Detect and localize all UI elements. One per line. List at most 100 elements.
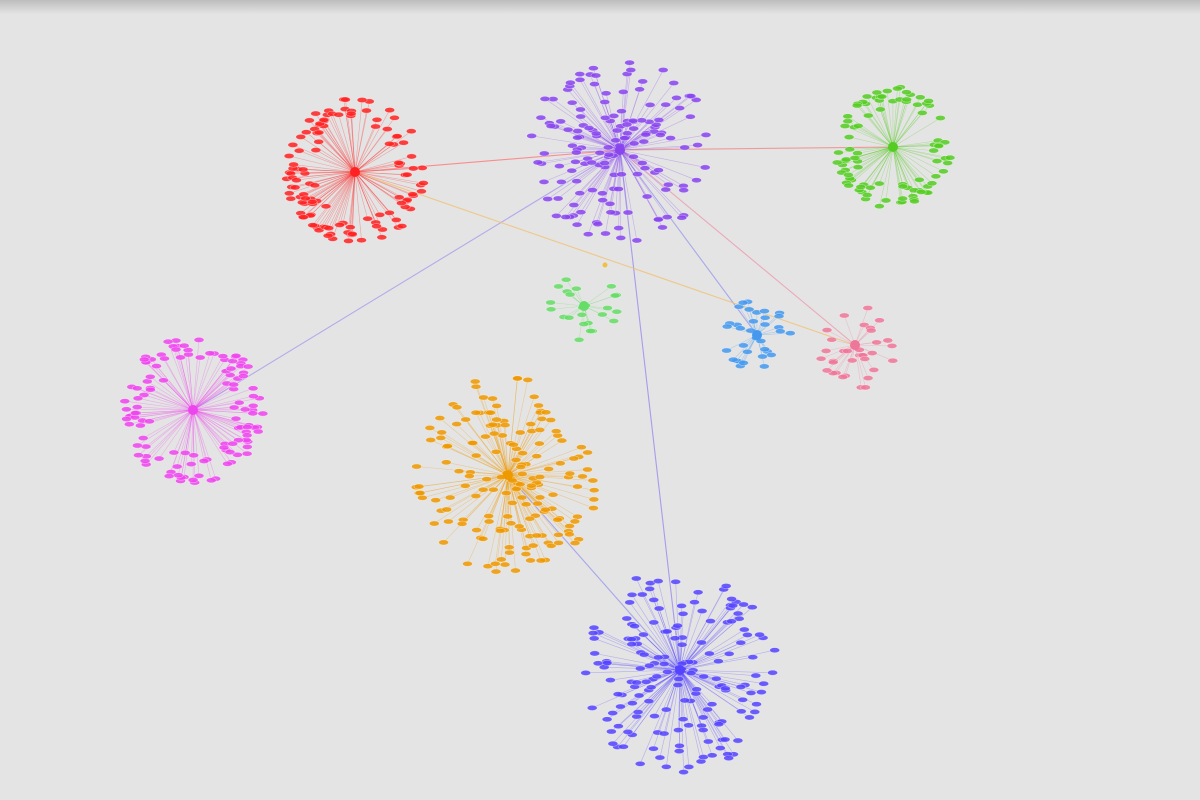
graph-node[interactable]	[745, 690, 757, 696]
graph-node[interactable]	[459, 482, 471, 489]
graph-node[interactable]	[514, 481, 526, 488]
graph-node[interactable]	[396, 223, 408, 229]
graph-node[interactable]	[564, 470, 576, 477]
graph-node[interactable]	[732, 737, 744, 744]
graph-node[interactable]	[669, 635, 681, 642]
graph-node[interactable]	[588, 487, 600, 494]
graph-node[interactable]	[732, 610, 744, 617]
graph-node[interactable]	[874, 203, 885, 210]
graph-node[interactable]	[583, 125, 595, 132]
graph-node[interactable]	[607, 740, 619, 747]
graph-node[interactable]	[748, 318, 759, 325]
graph-node[interactable]	[710, 675, 722, 682]
graph-node[interactable]	[145, 373, 156, 380]
graph-node[interactable]	[661, 628, 673, 635]
cluster-nodes[interactable]	[831, 84, 956, 210]
graph-node[interactable]	[551, 212, 562, 219]
graph-node[interactable]	[132, 442, 143, 449]
graph-node[interactable]	[774, 328, 786, 335]
graph-node[interactable]	[538, 178, 550, 185]
graph-node[interactable]	[407, 165, 419, 172]
cluster-red[interactable]	[281, 96, 429, 244]
graph-node[interactable]	[298, 214, 309, 221]
graph-node[interactable]	[607, 710, 619, 716]
graph-node[interactable]	[411, 463, 422, 470]
graph-node[interactable]	[585, 328, 596, 334]
graph-node[interactable]	[478, 394, 489, 401]
graph-node[interactable]	[531, 453, 543, 460]
graph-node[interactable]	[738, 601, 749, 608]
graph-node[interactable]	[931, 158, 943, 164]
graph-node[interactable]	[233, 399, 245, 406]
graph-node[interactable]	[601, 716, 613, 723]
graph-node[interactable]	[574, 76, 586, 83]
graph-node[interactable]	[683, 764, 695, 770]
graph-node[interactable]	[672, 682, 684, 688]
graph-node[interactable]	[881, 88, 893, 94]
graph-node[interactable]	[438, 539, 449, 546]
graph-node[interactable]	[855, 184, 867, 190]
graph-node[interactable]	[868, 366, 880, 373]
graph-node[interactable]	[381, 126, 393, 133]
graph-node[interactable]	[645, 684, 657, 691]
graph-node[interactable]	[631, 679, 643, 686]
graph-node[interactable]	[821, 327, 833, 333]
graph-node[interactable]	[393, 194, 405, 201]
graph-node[interactable]	[649, 713, 660, 719]
graph-node[interactable]	[746, 604, 758, 611]
graph-node[interactable]	[862, 112, 874, 119]
graph-node[interactable]	[470, 409, 482, 416]
graph-node[interactable]	[564, 523, 575, 529]
graph-node[interactable]	[721, 347, 732, 354]
graph-node[interactable]	[162, 338, 174, 345]
graph-node[interactable]	[570, 158, 581, 165]
graph-node[interactable]	[660, 186, 672, 193]
graph-node[interactable]	[241, 432, 253, 439]
graph-node[interactable]	[609, 292, 621, 299]
graph-node[interactable]	[600, 230, 611, 237]
graph-node[interactable]	[628, 125, 640, 132]
graph-node[interactable]	[594, 149, 606, 156]
graph-node[interactable]	[652, 216, 664, 223]
graph-node[interactable]	[552, 195, 564, 202]
graph-node[interactable]	[873, 180, 885, 187]
graph-node[interactable]	[248, 393, 259, 400]
graph-node[interactable]	[651, 673, 663, 680]
cluster-nodes[interactable]	[815, 305, 899, 391]
graph-node[interactable]	[481, 476, 493, 483]
graph-node[interactable]	[749, 709, 761, 715]
graph-node[interactable]	[522, 376, 534, 383]
graph-node[interactable]	[944, 154, 956, 161]
graph-node[interactable]	[714, 745, 726, 751]
graph-node[interactable]	[389, 114, 400, 121]
graph-node[interactable]	[639, 165, 651, 172]
graph-node[interactable]	[862, 375, 874, 381]
graph-node[interactable]	[626, 591, 638, 598]
graph-node[interactable]	[689, 599, 700, 606]
graph-node[interactable]	[644, 662, 655, 669]
graph-node[interactable]	[371, 223, 382, 230]
graph-node[interactable]	[574, 190, 586, 197]
graph-node[interactable]	[648, 619, 660, 626]
graph-node[interactable]	[554, 460, 566, 467]
graph-node[interactable]	[553, 540, 564, 546]
graph-node[interactable]	[550, 428, 562, 435]
graph-node[interactable]	[318, 117, 330, 123]
graph-node[interactable]	[545, 123, 557, 129]
graph-node[interactable]	[735, 684, 747, 690]
graph-node[interactable]	[228, 381, 239, 388]
graph-node[interactable]	[442, 443, 453, 449]
graph-node[interactable]	[589, 650, 601, 657]
graph-node[interactable]	[720, 583, 732, 589]
graph-node[interactable]	[700, 131, 712, 138]
graph-node[interactable]	[706, 752, 718, 759]
graph-node[interactable]	[678, 769, 689, 775]
graph-node[interactable]	[820, 347, 832, 354]
graph-node[interactable]	[930, 173, 942, 180]
graph-node[interactable]	[489, 560, 501, 567]
graph-node[interactable]	[525, 557, 536, 564]
graph-node[interactable]	[597, 311, 608, 318]
graph-node[interactable]	[698, 673, 710, 680]
graph-node[interactable]	[608, 113, 620, 119]
graph-node[interactable]	[470, 493, 482, 499]
